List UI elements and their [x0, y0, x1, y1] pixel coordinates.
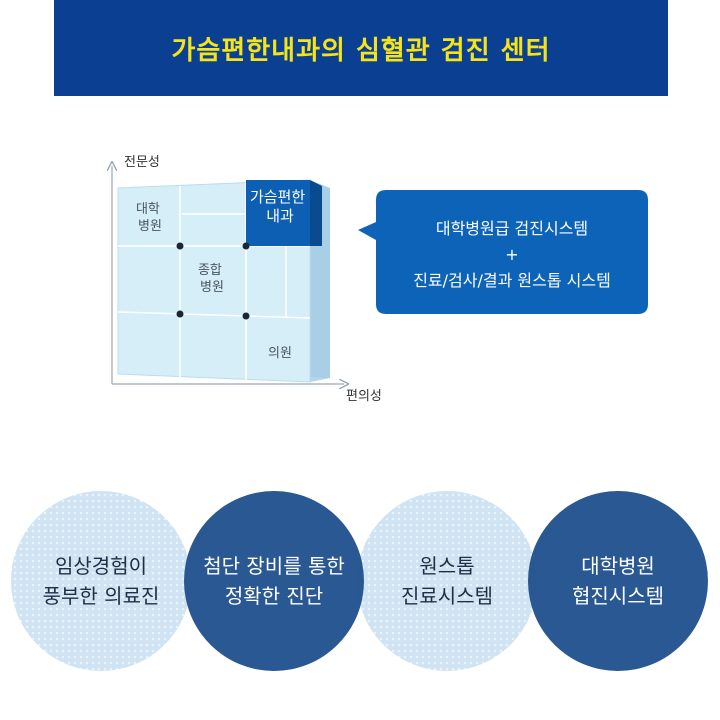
- positioning-diagram: 전문성 편의성 대학 병원 가슴편한 내과 종합 병원 의원: [0, 155, 648, 404]
- cell-label-our-clinic: 가슴편한 내과: [250, 188, 310, 225]
- our-clinic-cell-side: [310, 180, 322, 246]
- our-clinic-cell: [246, 180, 310, 246]
- page-title: 가슴편한내과의 심혈관 검진 센터: [171, 35, 551, 66]
- callout-line-2: +: [505, 245, 519, 264]
- callout-bubble: [358, 190, 648, 314]
- header-banner: 가슴편한내과의 심혈관 검진 센터: [54, 0, 668, 96]
- feature-label-3: 원스톱 진료시스템: [401, 554, 493, 608]
- feature-circle-1: [11, 491, 191, 671]
- feature-circle-2: [184, 491, 364, 671]
- feature-label-1: 임상경험이 풍부한 의료진: [42, 554, 160, 608]
- callout-line-1: 대학병원급 검진시스템: [435, 219, 589, 238]
- feature-circle-4: [528, 491, 708, 671]
- callout-line-3: 진료/검사/결과 원스톱 시스템: [413, 271, 611, 290]
- cell-label-clinic: 의원: [268, 346, 292, 361]
- cell-label-university-hospital: 대학 병원: [136, 202, 164, 234]
- feature-circle-3: [357, 491, 537, 671]
- feature-circles: [11, 491, 708, 671]
- y-axis-label: 전문성: [124, 155, 160, 170]
- callout-text: 대학병원급 검진시스템 + 진료/검사/결과 원스톱 시스템: [376, 196, 648, 314]
- x-axis-label: 편의성: [346, 389, 382, 404]
- cell-label-general-hospital: 종합 병원: [198, 263, 226, 295]
- feature-label-2: 첨단 장비를 통한 정확한 진단: [203, 554, 345, 608]
- feature-label-4: 대학병원 협진시스템: [572, 554, 664, 608]
- grid-intersections: [176, 242, 250, 320]
